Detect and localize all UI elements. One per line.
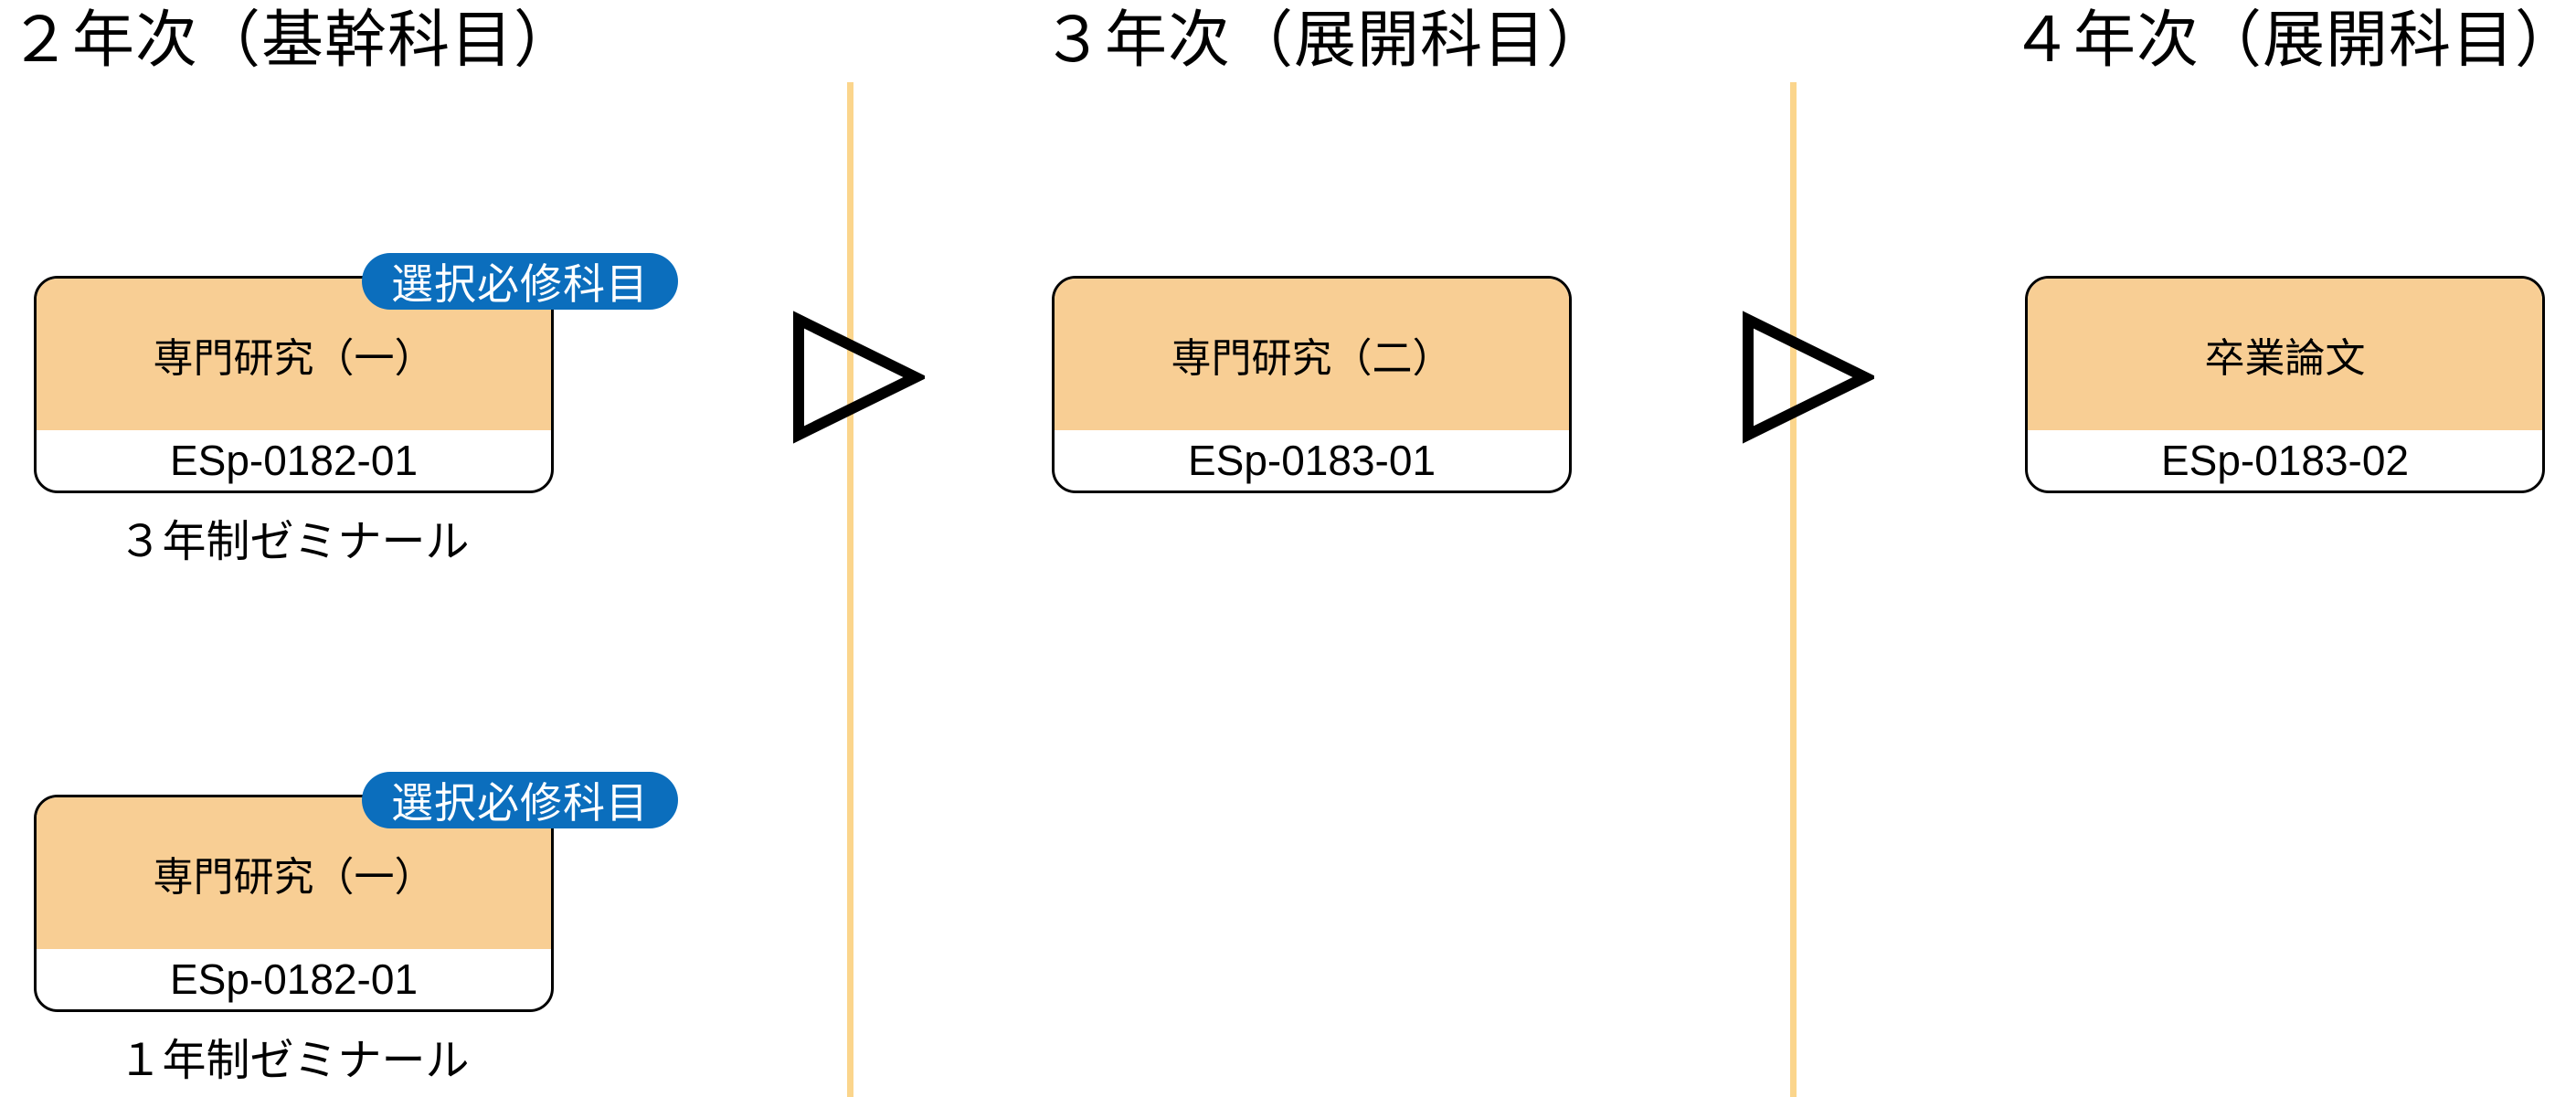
column-title-year4: ４年次（展開科目） (2010, 5, 2576, 77)
course-code: ESp-0182-01 (169, 437, 419, 484)
course-card: 専門研究（一） ESp-0182-01 (34, 795, 554, 1012)
column-title-year2: ２年次（基幹科目） (9, 5, 578, 77)
required-elective-badge: 選択必修科目 (362, 772, 678, 828)
column-divider (1790, 82, 1797, 1097)
course-caption: ３年制ゼミナール (118, 516, 470, 567)
course-name: 専門研究（一） (37, 797, 551, 949)
column-divider (847, 82, 853, 1097)
course-name: 専門研究（二） (1055, 279, 1569, 430)
column-title-year3: ３年次（展開科目） (1042, 5, 1610, 77)
course-caption: １年制ゼミナール (118, 1035, 470, 1086)
triangle-right-arrow-icon (1743, 311, 1874, 444)
required-elective-badge: 選択必修科目 (362, 253, 678, 310)
course-name: 卒業論文 (2028, 279, 2542, 430)
course-card: 卒業論文 ESp-0183-02 (2025, 276, 2545, 493)
course-code: ESp-0183-02 (2160, 437, 2410, 484)
course-card: 専門研究（一） ESp-0182-01 (34, 276, 554, 493)
course-code: ESp-0183-01 (1187, 437, 1436, 484)
triangle-right-arrow-icon (793, 311, 925, 444)
course-card: 専門研究（二） ESp-0183-01 (1052, 276, 1572, 493)
course-code: ESp-0182-01 (169, 955, 419, 1003)
